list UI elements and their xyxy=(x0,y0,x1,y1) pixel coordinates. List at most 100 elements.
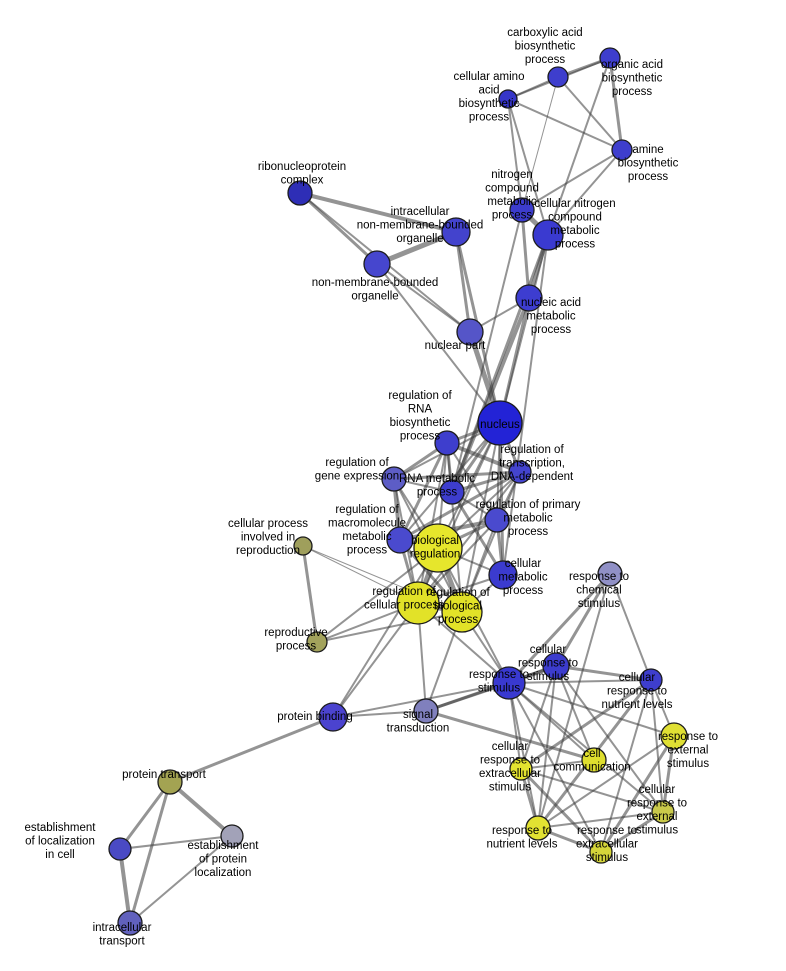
node-rnl[interactable] xyxy=(525,815,551,841)
node-elc[interactable] xyxy=(108,837,132,861)
edge-res-rnl xyxy=(537,735,675,829)
label-pb: protein binding xyxy=(277,711,352,723)
node-oab[interactable] xyxy=(599,47,621,69)
edge-rcs-crs xyxy=(554,572,612,668)
node-rmp[interactable] xyxy=(439,479,465,505)
edge-nuc-rbp xyxy=(461,422,501,613)
edge-crnl-cres xyxy=(519,678,653,771)
node-rge[interactable] xyxy=(381,466,407,492)
edge-caab-ab xyxy=(507,98,623,151)
node-nmbo[interactable] xyxy=(363,250,391,278)
node-cmp[interactable] xyxy=(488,560,518,590)
edge-rcs-crnl xyxy=(609,573,652,681)
edge-pb-pt xyxy=(168,715,335,784)
node-rnp[interactable] xyxy=(287,180,313,206)
node-ncm[interactable] xyxy=(509,197,535,223)
edge-ab-cncm xyxy=(547,149,623,236)
edge-crs-crxs xyxy=(555,665,664,813)
node-crs[interactable] xyxy=(542,652,570,680)
node-caab[interactable] xyxy=(498,89,518,109)
node-rtd[interactable] xyxy=(508,460,532,484)
node-pb[interactable] xyxy=(318,702,348,732)
node-rp[interactable] xyxy=(306,631,328,653)
edge-res-rxs xyxy=(599,734,676,854)
edge-nam-rmp xyxy=(450,296,531,494)
node-it[interactable] xyxy=(117,910,143,936)
nodes-layer xyxy=(108,47,688,936)
edge-rnp-nmbo xyxy=(298,191,379,266)
node-rbp[interactable] xyxy=(441,591,483,633)
node-nam[interactable] xyxy=(515,284,543,312)
node-rs[interactable] xyxy=(492,666,526,700)
node-crxs[interactable] xyxy=(651,800,675,824)
edge-rs-res xyxy=(508,682,675,737)
label-np: nuclear part xyxy=(425,340,487,352)
node-res[interactable] xyxy=(660,722,688,750)
node-cab[interactable] xyxy=(547,66,569,88)
edge-rcs-rnl xyxy=(537,573,611,829)
node-inmbo[interactable] xyxy=(441,217,471,247)
edge-rnp-inmbo xyxy=(298,191,458,234)
node-br[interactable] xyxy=(413,523,463,573)
edge-cpir-rp xyxy=(301,544,319,644)
edge-pb-br xyxy=(332,547,439,718)
node-rmm[interactable] xyxy=(386,526,414,554)
edge-caab-cncm xyxy=(507,98,549,236)
edge-oab-ab xyxy=(608,56,624,152)
node-nuc[interactable] xyxy=(477,400,523,446)
edge-rxs-crxs xyxy=(599,810,665,854)
node-cncm[interactable] xyxy=(532,219,564,251)
node-crnl[interactable] xyxy=(639,668,663,692)
node-rpm[interactable] xyxy=(484,507,510,533)
node-rcp[interactable] xyxy=(396,581,440,625)
edge-crnl-crxs xyxy=(650,679,664,813)
node-cc[interactable] xyxy=(581,747,607,773)
node-cres[interactable] xyxy=(509,757,533,781)
node-pt[interactable] xyxy=(157,769,183,795)
edge-rrb-rpm xyxy=(446,442,498,521)
edge-pb-st xyxy=(332,710,427,718)
node-rrb[interactable] xyxy=(434,430,460,456)
edge-cres-crxs xyxy=(520,768,664,813)
edge-ab-ncm xyxy=(521,149,623,211)
node-st[interactable] xyxy=(413,698,439,724)
node-rxs[interactable] xyxy=(589,840,613,864)
edge-ncm-nam xyxy=(520,208,531,300)
node-epl[interactable] xyxy=(220,824,244,848)
edge-caab-ncm xyxy=(507,98,523,211)
edge-pt-it xyxy=(128,780,172,925)
edge-cc-st xyxy=(424,709,596,762)
node-np[interactable] xyxy=(456,318,484,346)
node-cpir[interactable] xyxy=(293,536,313,556)
node-rcs[interactable] xyxy=(597,561,623,587)
edge-pt-elc xyxy=(118,780,172,851)
edge-cab-ncm xyxy=(521,76,559,211)
node-ab[interactable] xyxy=(611,139,633,161)
